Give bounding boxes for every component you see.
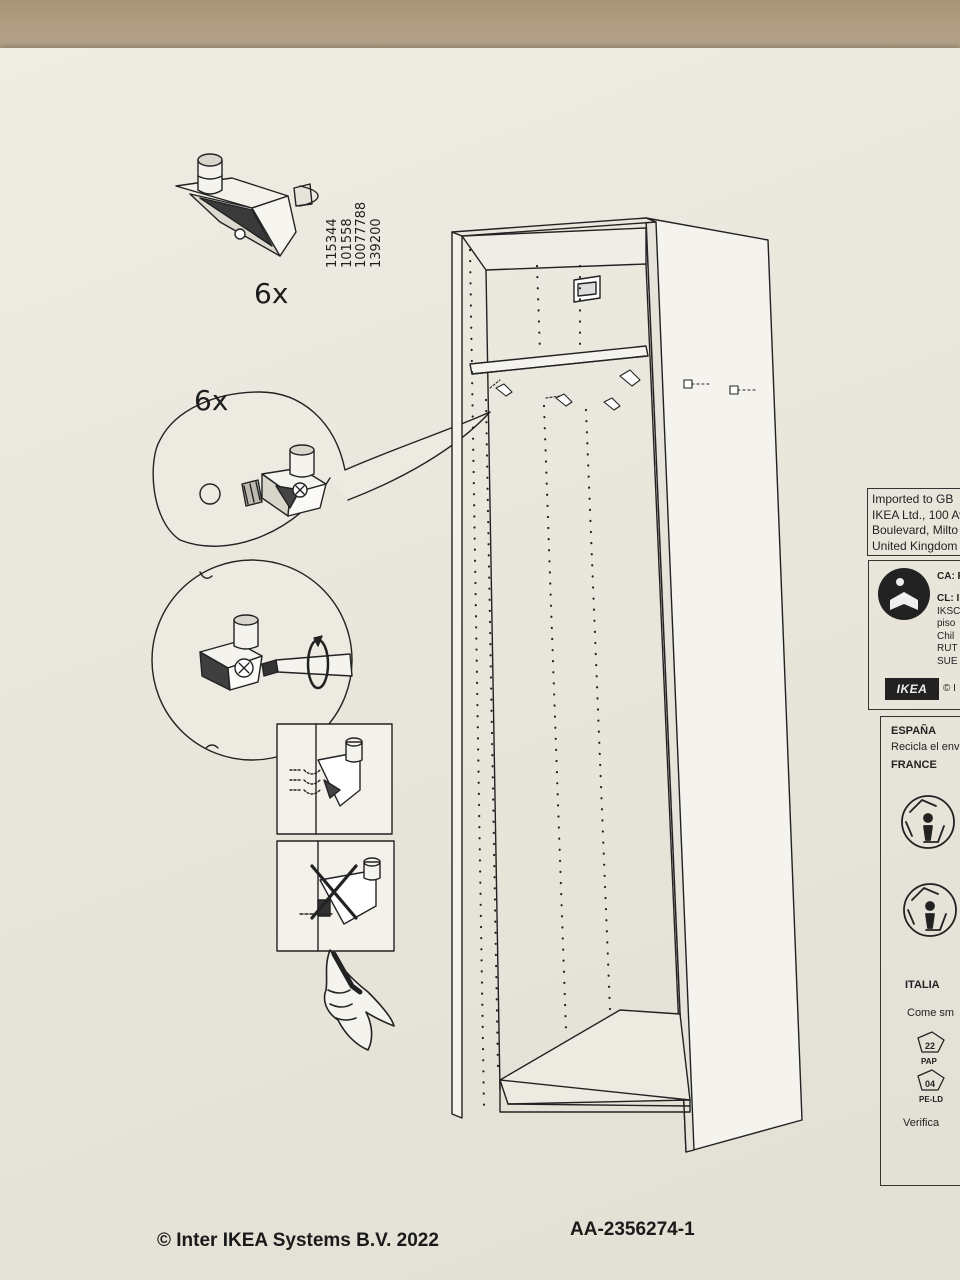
italy-heading: ITALIA — [905, 979, 940, 991]
recycling-code-label: PE-LD — [919, 1095, 943, 1104]
screwdriver-icon — [261, 653, 353, 677]
copyright-footer: © Inter IKEA Systems B.V. 2022 — [157, 1230, 439, 1251]
cl-line: SUE — [937, 655, 958, 667]
verify-text: Verifica — [903, 1117, 940, 1129]
recycling-code-icon-peld — [917, 1069, 945, 1091]
detail-circle-insert-bolt — [152, 391, 491, 547]
recycling-code-number: 22 — [925, 1041, 936, 1051]
import-line: Imported to GB — [872, 492, 954, 506]
recycling-info-panel: ESPAÑA Recicla el env FRANCE ITALIA Come… — [880, 716, 960, 1186]
ca-text: CA: F — [937, 571, 960, 582]
rotate-clockwise-icon — [306, 635, 330, 690]
incorrect-orientation-box — [276, 840, 395, 952]
document-code: AA-2356274-1 — [570, 1219, 695, 1240]
pointing-hand-icon — [323, 949, 395, 1051]
recycling-code-label: PAP — [921, 1057, 937, 1066]
cabinet-frame-illustration — [451, 217, 803, 1153]
spain-text: Recicla el env — [891, 741, 960, 753]
detail-circle-tighten-screw — [151, 559, 353, 761]
read-manual-icon — [878, 568, 930, 620]
cam-bolt-icon — [241, 444, 327, 517]
spain-heading: ESPAÑA — [891, 725, 937, 737]
italy-text: Come sm — [907, 1007, 955, 1019]
copyright-mark: © I — [943, 683, 956, 694]
bracket-assembled-icon — [199, 614, 263, 691]
recycle-symbol-icon-2 — [903, 883, 957, 937]
import-line: Boulevard, Milto — [872, 523, 959, 537]
article-number: 101558 — [339, 218, 355, 268]
cam-fittings-under-shelf — [489, 369, 757, 411]
shelf-pin-holes — [468, 248, 612, 1110]
import-line: IKEA Ltd., 100 Av — [872, 507, 960, 522]
cl-block: CL: I IKSC piso Chil RUT SUE — [937, 593, 960, 668]
import-line: United Kingdom — [872, 538, 958, 553]
shelf-support-bracket-icon — [175, 153, 319, 257]
prohibited-cross-icon — [310, 864, 358, 920]
article-numbers: 115344 101558 10077788 139200 — [325, 201, 384, 268]
cl-line: Chil — [937, 630, 955, 642]
part-quantity-label: 6x — [254, 277, 289, 310]
ikea-logo: IKEA — [885, 678, 939, 700]
france-heading: FRANCE — [891, 759, 937, 771]
detail-quantity-label: 6x — [194, 384, 229, 417]
cl-line: RUT — [937, 643, 958, 654]
cl-line: IKSC — [937, 605, 960, 617]
cl-line: piso — [937, 618, 956, 629]
recycle-symbol-icon — [901, 795, 955, 849]
correct-orientation-box — [276, 723, 393, 835]
recycling-code-number: 04 — [925, 1079, 936, 1089]
article-number: 139200 — [368, 218, 384, 268]
import-label: Imported to GB IKEA Ltd., 100 Av Bouleva… — [867, 488, 960, 556]
article-number: 115344 — [325, 218, 340, 268]
recycling-code-icon-pap — [917, 1031, 945, 1053]
regulatory-info-panel: CA: F CL: I IKSC piso Chil RUT SUE IKEA … — [868, 560, 960, 710]
cl-line: CL: I — [937, 593, 960, 604]
article-number: 10077788 — [354, 201, 369, 268]
